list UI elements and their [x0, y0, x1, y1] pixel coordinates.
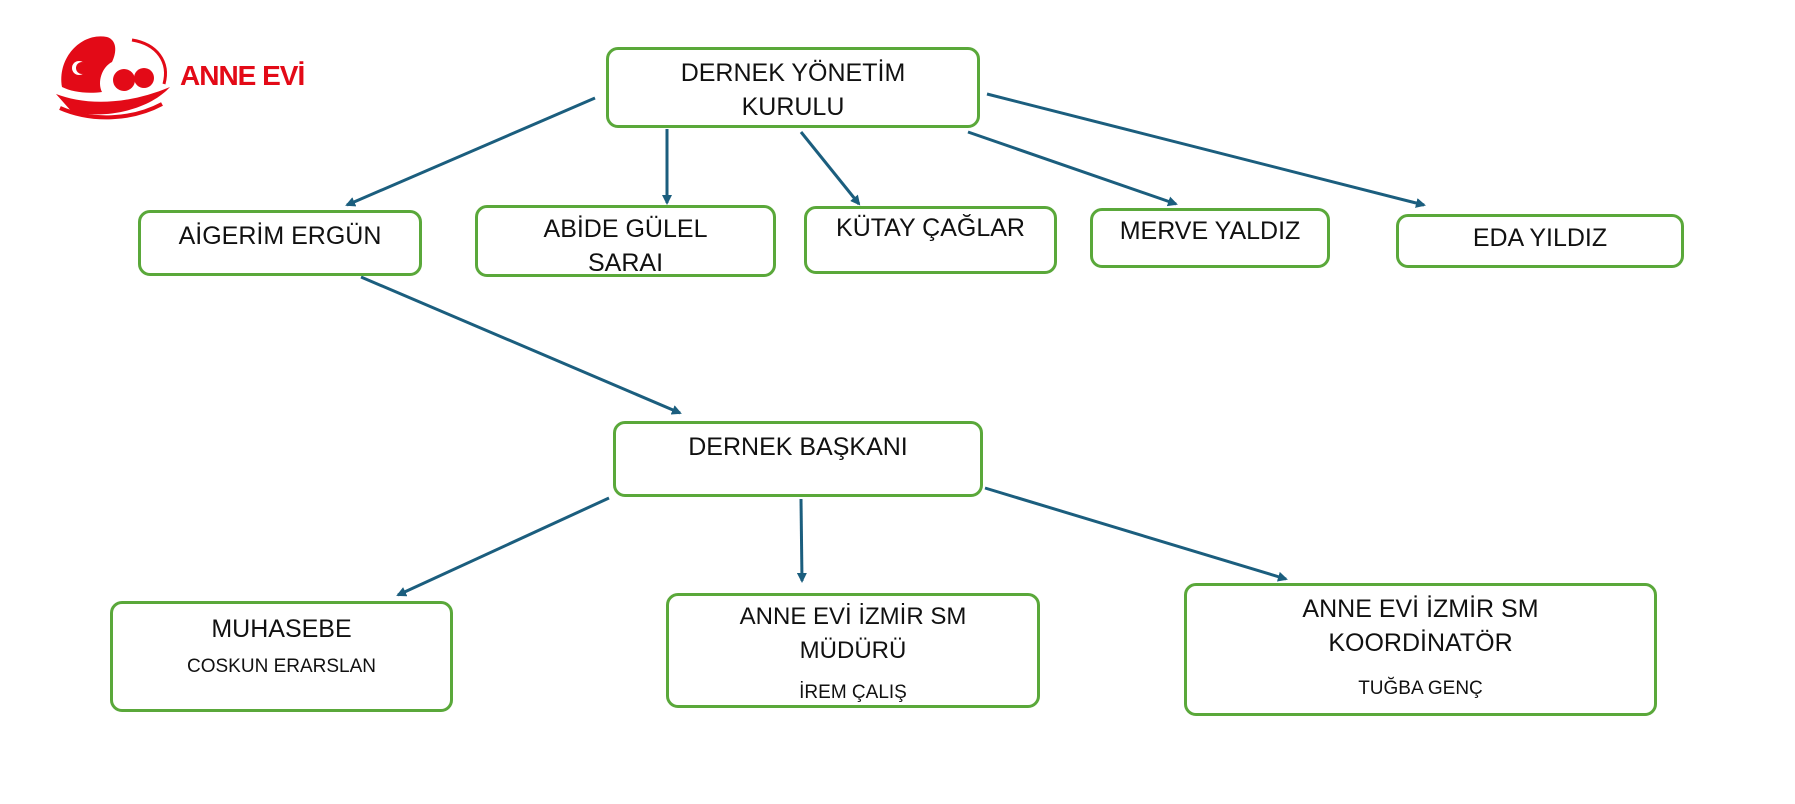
arrow-president-coordinator — [984, 486, 1288, 582]
node-person: TUĞBA GENÇ — [1358, 678, 1483, 699]
logo-text: ANNE EVİ — [180, 60, 305, 91]
node-title: MERVE YALDIZ — [1119, 217, 1301, 245]
node-title: DERNEK YÖNETİM KURULU — [680, 59, 906, 121]
arrow-m1-president — [360, 275, 682, 415]
node-accounting: MUHASEBE COSKUN ERARSLAN — [110, 601, 453, 712]
node-member-4: MERVE YALDIZ — [1090, 208, 1330, 268]
node-person: İREM ÇALIŞ — [799, 682, 907, 703]
anne-evi-logo: ANNE EVİ — [52, 32, 312, 122]
node-title: MUHASEBE — [211, 615, 352, 643]
node-member-3: KÜTAY ÇAĞLAR — [804, 206, 1057, 274]
node-member-5: EDA YILDIZ — [1396, 214, 1684, 268]
logo-emblem-icon — [56, 36, 170, 120]
arrow-board-m5 — [986, 92, 1426, 208]
arrow-board-m4 — [967, 130, 1178, 207]
node-title: EDA YILDIZ — [1472, 224, 1608, 252]
node-person: COSKUN ERARSLAN — [187, 656, 376, 677]
node-member-2: ABİDE GÜLEL SARAI — [475, 205, 776, 277]
node-title: AİGERİM ERGÜN — [178, 222, 382, 250]
node-title: ABİDE GÜLEL SARAI — [543, 215, 708, 277]
arrow-board-m3 — [799, 131, 861, 206]
node-board: DERNEK YÖNETİM KURULU — [606, 47, 980, 128]
node-title: ANNE EVİ İZMİR SM MÜDÜRÜ — [739, 603, 967, 664]
node-president: DERNEK BAŞKANI — [613, 421, 983, 497]
arrow-president-manager — [796, 498, 807, 583]
arrow-president-accounting — [396, 496, 610, 597]
node-manager: ANNE EVİ İZMİR SM MÜDÜRÜ İREM ÇALIŞ — [666, 593, 1040, 708]
node-title: KÜTAY ÇAĞLAR — [836, 214, 1025, 242]
node-member-1: AİGERİM ERGÜN — [138, 210, 422, 276]
node-title: DERNEK BAŞKANI — [688, 433, 908, 461]
node-coordinator: ANNE EVİ İZMİR SM KOORDİNATÖR TUĞBA GENÇ — [1184, 583, 1657, 716]
arrow-board-m1 — [345, 96, 596, 207]
node-title: ANNE EVİ İZMİR SM KOORDİNATÖR — [1302, 595, 1539, 657]
